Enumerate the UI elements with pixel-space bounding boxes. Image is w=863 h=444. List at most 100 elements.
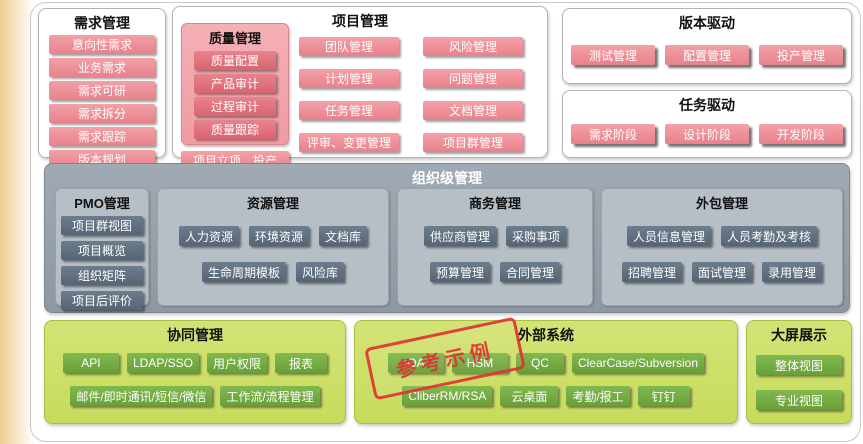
quality-title: 质量管理 (208, 31, 261, 46)
module-tile: 产品审计 (194, 74, 276, 93)
requirements-title: 需求管理 (74, 15, 130, 31)
module-tile: 邮件/即时通讯/短信/微信 (70, 386, 213, 406)
module-tile: 评审、变更管理 (299, 133, 399, 152)
subsection-outsourcing: 外包管理 人员信息管理 人员考勤及考核 招聘管理 面试管理 录用管理 (601, 188, 843, 306)
section-organization: 组织级管理 PMO管理 项目群视图 项目概览 组织矩阵 项目后评价 资源管理 人… (44, 163, 850, 313)
module-tile: 需求拆分 (49, 104, 155, 123)
module-tile: API (62, 353, 119, 373)
big-screen-title: 大屏展示 (771, 327, 827, 343)
module-tile: 项目群管理 (423, 133, 523, 152)
module-tile: 用户权限 (207, 353, 268, 373)
module-tile: 云桌面 (500, 386, 559, 406)
resource-title: 资源管理 (246, 196, 299, 211)
outsourcing-title: 外包管理 (695, 196, 748, 211)
module-tile: 意向性需求 (49, 35, 155, 54)
task-driven-list: 需求阶段 设计阶段 开发阶段 (563, 124, 851, 144)
module-tile: 人员信息管理 (626, 226, 711, 246)
big-screen-list: 整体视图 专业视图 (747, 355, 851, 410)
module-tile: 项目概览 (61, 241, 143, 260)
module-tile: 报表 (275, 353, 328, 373)
section-big-screen: 大屏展示 整体视图 专业视图 (746, 320, 852, 424)
external-systems-title: 外部系统 (518, 327, 574, 343)
section-collaboration: 协同管理 API LDAP/SSO 用户权限 报表 邮件/即时通讯/短信/微信 … (44, 320, 346, 424)
module-tile: 文档管理 (423, 101, 523, 120)
task-driven-title: 任务驱动 (679, 97, 735, 113)
module-tile: 生命周期模板 (201, 262, 286, 282)
subsection-business: 商务管理 供应商管理 采购事项 预算管理 合同管理 (397, 188, 593, 306)
module-tile: 计划管理 (299, 69, 399, 88)
pmo-title: PMO管理 (74, 196, 130, 211)
module-tile: 招聘管理 (621, 262, 682, 282)
external-row-2: CliberRM/RSA 云桌面 考勤/报工 钉钉 (355, 386, 737, 406)
outsourcing-rows: 人员信息管理 人员考勤及考核 招聘管理 面试管理 录用管理 (602, 226, 842, 282)
version-driven-title: 版本驱动 (679, 15, 735, 31)
external-row-1: OA HSM QC ClearCase/Subversion (355, 353, 737, 373)
outsourcing-row-2: 招聘管理 面试管理 录用管理 (602, 262, 842, 282)
business-title: 商务管理 (468, 196, 521, 211)
project-right-column: 风险管理 问题管理 文档管理 项目群管理 (423, 37, 523, 152)
project-left-column: 质量管理 质量配置 产品审计 过程审计 质量跟踪 项目立项、投产 (181, 23, 289, 170)
module-tile: 专业视图 (756, 390, 842, 410)
module-tile: LDAP/SSO (126, 353, 199, 373)
module-tile: 投产管理 (759, 45, 843, 65)
module-tile: 配置管理 (665, 45, 749, 65)
project-middle-column: 团队管理 计划管理 任务管理 评审、变更管理 (299, 37, 399, 152)
section-task-driven: 任务驱动 需求阶段 设计阶段 开发阶段 (562, 90, 852, 158)
module-tile: 团队管理 (299, 37, 399, 56)
module-tile: HSM (451, 353, 508, 373)
subsection-quality: 质量管理 质量配置 产品审计 过程审计 质量跟踪 (181, 23, 289, 145)
module-tile: 测试管理 (571, 45, 655, 65)
section-requirements: 需求管理 意向性需求 业务需求 需求可研 需求拆分 需求跟踪 版本规划 (38, 8, 166, 169)
module-tile: 人员考勤及考核 (721, 226, 818, 246)
module-tile: OA (387, 353, 444, 373)
module-tile: 采购事项 (506, 226, 567, 246)
outer-frame (30, 2, 861, 442)
left-gradient-strip (0, 0, 34, 444)
resource-row-1: 人力资源 环境资源 文档库 (158, 226, 388, 246)
module-tile: 合同管理 (500, 262, 561, 282)
module-tile: QC (515, 353, 564, 373)
module-tile: 过程审计 (194, 97, 276, 116)
section-version-driven: 版本驱动 测试管理 配置管理 投产管理 (562, 8, 852, 84)
external-systems-rows: OA HSM QC ClearCase/Subversion CliberRM/… (355, 353, 737, 406)
subsection-pmo: PMO管理 项目群视图 项目概览 组织矩阵 项目后评价 (55, 188, 149, 310)
module-tile: 工作流/流程管理 (220, 386, 320, 406)
business-row-1: 供应商管理 采购事项 (398, 226, 592, 246)
quality-list: 质量配置 产品审计 过程审计 质量跟踪 (182, 51, 288, 139)
module-tile: 风险管理 (423, 37, 523, 56)
pmo-list: 项目群视图 项目概览 组织矩阵 项目后评价 (56, 216, 148, 310)
outsourcing-row-1: 人员信息管理 人员考勤及考核 (602, 226, 842, 246)
collaboration-row-1: API LDAP/SSO 用户权限 报表 (45, 353, 345, 373)
module-tile: 业务需求 (49, 58, 155, 77)
resource-rows: 人力资源 环境资源 文档库 生命周期模板 风险库 (158, 226, 388, 282)
project-title: 项目管理 (332, 13, 388, 29)
module-tile: 组织矩阵 (61, 266, 143, 285)
module-tile: 设计阶段 (665, 124, 749, 144)
business-rows: 供应商管理 采购事项 预算管理 合同管理 (398, 226, 592, 282)
module-tile: 需求可研 (49, 81, 155, 100)
module-tile: 项目后评价 (61, 291, 143, 310)
module-tile: 风险库 (296, 262, 345, 282)
requirements-list: 意向性需求 业务需求 需求可研 需求拆分 需求跟踪 版本规划 (39, 35, 165, 169)
module-tile: 考勤/报工 (566, 386, 630, 406)
module-tile: 人力资源 (178, 226, 239, 246)
organization-title: 组织级管理 (412, 170, 482, 186)
module-tile: 问题管理 (423, 69, 523, 88)
section-external-systems: 外部系统 OA HSM QC ClearCase/Subversion Clib… (354, 320, 738, 424)
module-tile: 录用管理 (762, 262, 823, 282)
module-tile: 供应商管理 (423, 226, 496, 246)
module-tile: ClearCase/Subversion (571, 353, 705, 373)
version-driven-list: 测试管理 配置管理 投产管理 (563, 45, 851, 65)
collaboration-title: 协同管理 (167, 327, 223, 343)
module-tile: 开发阶段 (759, 124, 843, 144)
module-tile: 任务管理 (299, 101, 399, 120)
module-tile: 环境资源 (248, 226, 309, 246)
module-tile: 需求阶段 (571, 124, 655, 144)
business-row-2: 预算管理 合同管理 (398, 262, 592, 282)
module-tile: 预算管理 (429, 262, 490, 282)
module-tile: 项目群视图 (61, 216, 143, 235)
module-tile: 需求跟踪 (49, 127, 155, 146)
module-tile: 质量跟踪 (194, 120, 276, 139)
collaboration-row-2: 邮件/即时通讯/短信/微信 工作流/流程管理 (45, 386, 345, 406)
